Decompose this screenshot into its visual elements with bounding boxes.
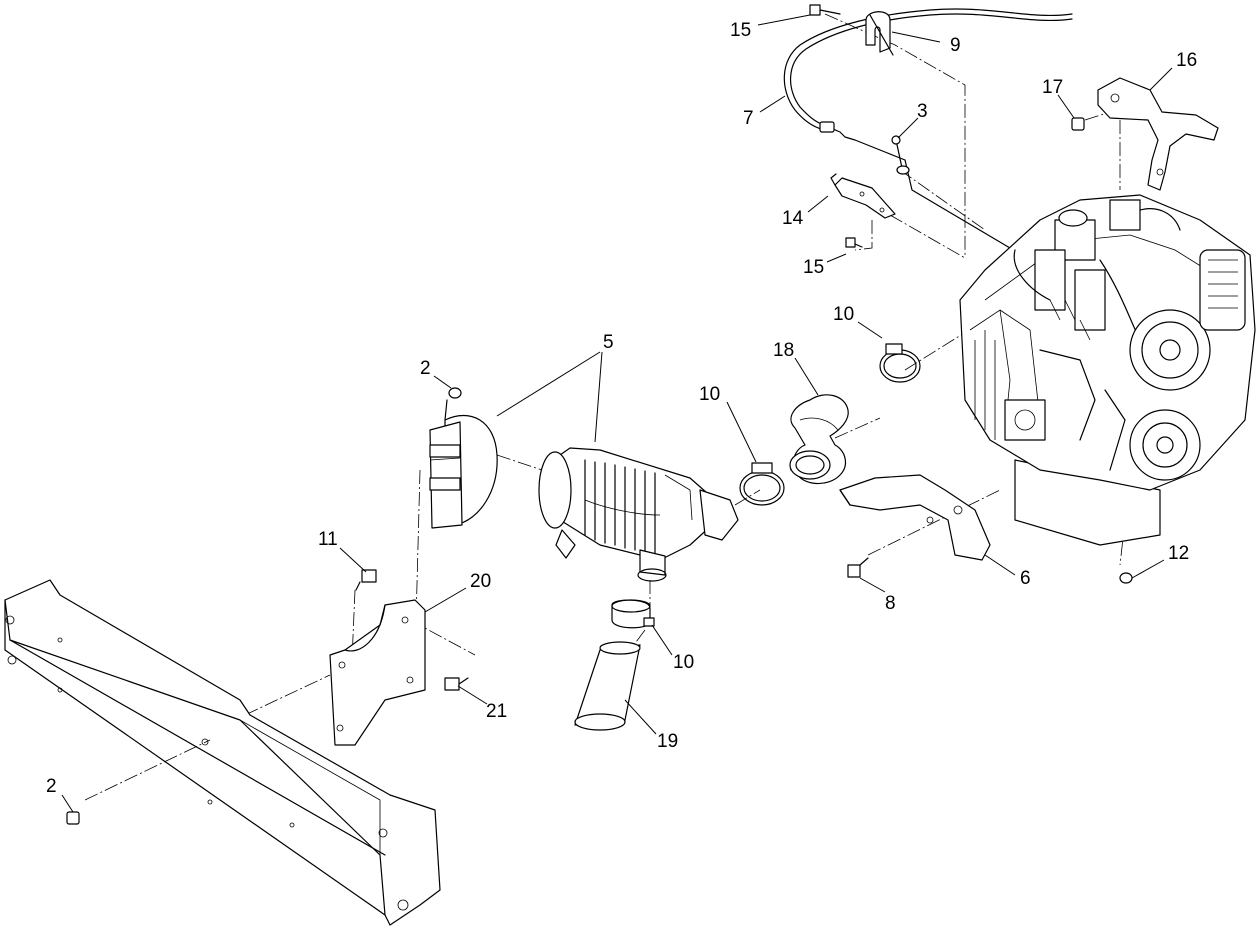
bolt-8 (847, 557, 869, 578)
bracket-16 (1097, 77, 1219, 191)
callout-12: 12 (1168, 543, 1189, 564)
callout-2-bottom: 2 (46, 776, 57, 797)
bolt-21 (444, 677, 469, 691)
callout-labels: 15 9 16 17 7 3 14 15 10 18 5 2 10 11 20 … (46, 20, 1197, 797)
callout-11: 11 (318, 529, 338, 550)
leader-lines (61, 14, 1173, 813)
callout-2-top: 2 (420, 358, 431, 379)
throttle-cable (783, 8, 1073, 259)
nut-17 (1071, 117, 1085, 131)
callout-19: 19 (657, 731, 678, 752)
callout-20: 20 (470, 571, 491, 592)
callout-7: 7 (743, 108, 754, 129)
callout-10-lower: 10 (673, 652, 694, 673)
engine (959, 194, 1256, 546)
bracket-6 (839, 474, 991, 561)
bracket-14 (830, 173, 896, 219)
cable-clamp (865, 11, 894, 56)
callout-14: 14 (782, 208, 804, 229)
elbow-hose-18 (789, 394, 849, 484)
bolt-15-mid (845, 237, 863, 248)
callout-10-middle: 10 (699, 384, 720, 405)
nut-2-bottom (66, 811, 80, 825)
callout-18: 18 (773, 340, 794, 361)
nut-12 (1119, 572, 1133, 584)
callout-15-mid: 15 (803, 257, 824, 278)
frame-rail (4, 579, 441, 926)
callout-21: 21 (486, 701, 507, 722)
callout-17: 17 (1042, 77, 1063, 98)
hose-clamp-10-middle (739, 462, 785, 506)
bolt-11 (355, 569, 377, 591)
mounting-band (429, 399, 498, 529)
callout-6: 6 (1020, 568, 1031, 589)
callout-15-top: 15 (730, 20, 751, 41)
air-cleaner-5 (538, 447, 739, 582)
callout-3: 3 (917, 101, 928, 122)
callout-8: 8 (885, 593, 896, 614)
vacuator-tube-19 (574, 641, 641, 731)
nut-2-top (448, 387, 462, 399)
hose-clamp-10-top (879, 343, 921, 383)
callout-9: 9 (950, 35, 961, 56)
callout-16: 16 (1176, 50, 1197, 71)
bolt-15-top (809, 4, 841, 16)
callout-5: 5 (603, 332, 614, 353)
mount-bracket-20 (329, 599, 426, 746)
fitting-3 (891, 135, 910, 175)
callout-10-top: 10 (833, 304, 854, 325)
hose-clamp-10-lower (611, 599, 655, 629)
